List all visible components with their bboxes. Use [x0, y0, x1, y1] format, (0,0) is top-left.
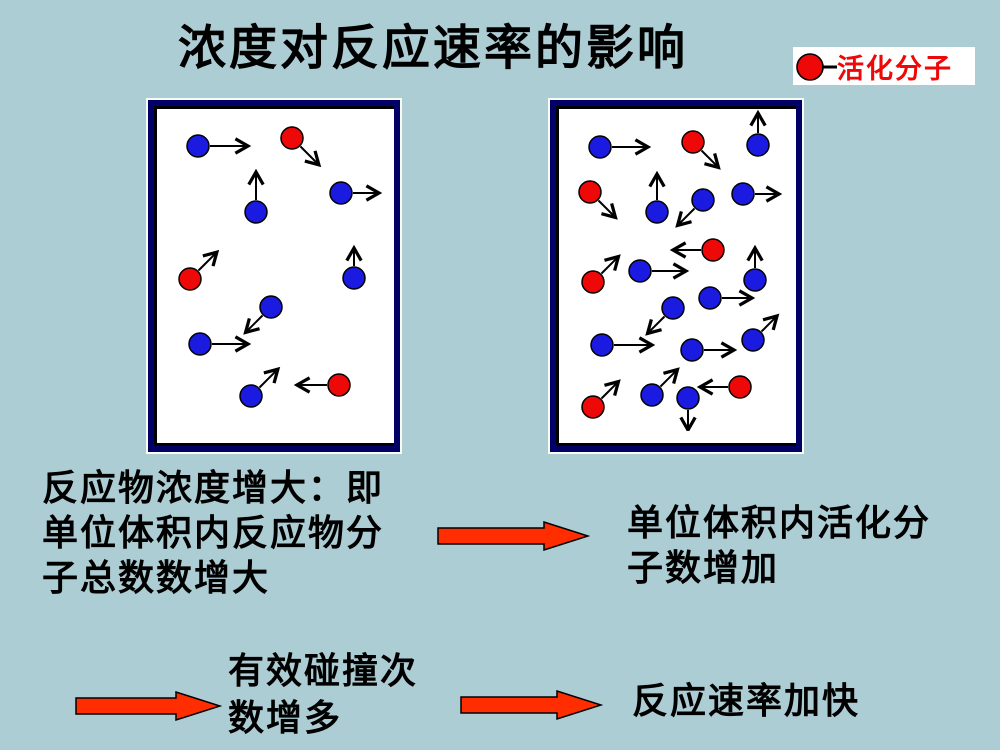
arrow-to-result — [460, 690, 603, 721]
blue-molecule — [244, 200, 268, 224]
slide-title: 浓度对反应速率的影响 — [178, 22, 689, 75]
velocity-arrow — [600, 254, 621, 275]
red-molecule — [581, 395, 605, 419]
red-molecule — [178, 267, 202, 291]
caption-reaction-rate-faster: 反应速率加快 — [632, 681, 861, 721]
velocity-arrow — [600, 379, 621, 400]
red-molecule — [280, 126, 304, 150]
molecule-field-high-concentration — [578, 109, 783, 431]
velocity-arrow — [700, 149, 721, 170]
blue-molecule — [698, 286, 722, 310]
caption-concentration-increase: 反应物浓度增大：即单位体积内反应物分子总数数增大 — [42, 468, 385, 598]
blue-molecule — [676, 386, 700, 410]
legend-label: 活化分子 — [837, 53, 953, 84]
velocity-arrow — [597, 199, 618, 220]
red-molecule — [327, 373, 351, 397]
blue-molecule — [731, 182, 755, 206]
blue-molecule — [746, 133, 770, 157]
blue-molecule — [661, 296, 685, 320]
activated-molecule-icon — [796, 53, 837, 81]
velocity-arrow — [675, 207, 696, 228]
velocity-arrow — [645, 315, 666, 336]
velocity-arrow — [299, 145, 322, 168]
red-molecule — [728, 375, 752, 399]
caption-activated-molecules-increase: 单位体积内活化分子数增加 — [627, 503, 932, 588]
blue-molecule — [259, 295, 283, 319]
blue-molecule — [188, 332, 212, 356]
blue-molecule — [743, 268, 767, 292]
arrow-to-activated — [437, 521, 590, 552]
velocity-arrow — [243, 314, 264, 335]
arrow-to-collisions — [75, 691, 222, 722]
red-molecule — [681, 130, 705, 154]
caption-effective-collisions-increase: 有效碰撞次数增多 — [228, 651, 419, 738]
blue-molecule — [645, 200, 669, 224]
legend: 活化分子 — [793, 47, 975, 85]
velocity-arrow — [258, 366, 281, 389]
molecule-box-high-concentration — [548, 98, 804, 454]
blue-molecule — [590, 333, 614, 357]
blue-molecule — [329, 181, 353, 205]
red-molecule — [581, 270, 605, 294]
blue-molecule — [342, 266, 366, 290]
blue-molecule — [186, 134, 210, 158]
velocity-arrow — [197, 249, 220, 272]
molecule-field-low-concentration — [178, 126, 382, 408]
blue-molecule — [640, 383, 664, 407]
blue-molecule — [239, 384, 263, 408]
blue-molecule — [588, 135, 612, 159]
red-molecule — [578, 180, 602, 204]
red-molecule — [701, 238, 725, 262]
velocity-arrow — [659, 367, 680, 388]
blue-molecule — [680, 338, 704, 362]
blue-molecule — [628, 259, 652, 283]
molecule-box-low-concentration — [146, 98, 402, 454]
blue-molecule — [741, 328, 765, 352]
velocity-arrow — [760, 313, 780, 333]
blue-molecule — [691, 188, 715, 212]
